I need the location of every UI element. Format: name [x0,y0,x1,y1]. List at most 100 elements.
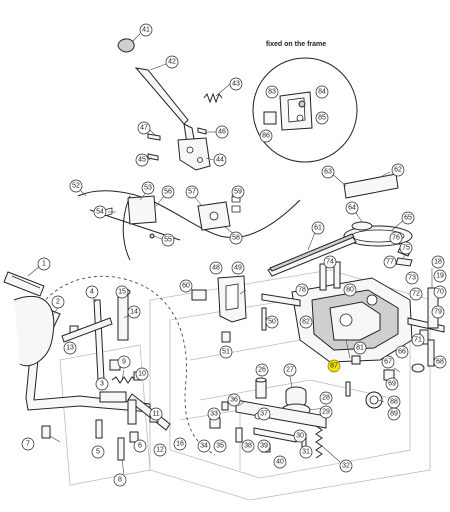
callout-77: 77 [383,255,397,269]
callout-39: 39 [257,439,271,453]
svg-text:37: 37 [260,411,268,418]
right-side-parts [345,287,439,409]
svg-text:64: 64 [348,205,356,212]
svg-text:28: 28 [322,395,330,402]
callout-36: 36 [227,393,241,407]
svg-text:29: 29 [322,409,330,416]
callout-68: 68 [433,355,447,369]
callout-85: 85 [315,111,329,125]
svg-text:89: 89 [390,411,398,418]
callout-35: 35 [213,439,227,453]
rod-4 [93,299,105,381]
svg-text:48: 48 [212,265,220,272]
svg-text:51: 51 [222,349,230,356]
callout-15: 15 [115,285,129,299]
callout-32: 32 [339,459,353,473]
callout-18: 18 [431,255,445,269]
callout-61: 61 [311,221,325,235]
svg-text:78: 78 [298,287,306,294]
callout-86: 86 [259,129,273,143]
svg-text:5: 5 [96,449,100,456]
svg-text:54: 54 [96,209,104,216]
callout-48: 48 [209,261,223,275]
callout-9: 9 [117,355,131,369]
callout-45: 45 [135,153,149,167]
callout-78: 78 [295,283,309,297]
svg-text:40: 40 [276,459,284,466]
svg-text:67: 67 [384,359,392,366]
callout-75: 75 [399,241,413,255]
callout-52: 52 [69,179,83,193]
svg-text:76: 76 [392,235,400,242]
callout-19: 19 [433,269,447,283]
svg-text:59: 59 [234,189,242,196]
callout-42: 42 [165,55,179,69]
callout-70: 70 [433,285,447,299]
svg-text:65: 65 [404,215,412,222]
callout-5: 5 [91,445,105,459]
callout-7: 7 [21,437,35,451]
svg-text:31: 31 [302,449,310,456]
svg-text:3: 3 [100,381,104,388]
svg-text:74: 74 [326,259,334,266]
svg-text:44: 44 [216,157,224,164]
svg-text:72: 72 [412,291,420,298]
svg-text:33: 33 [210,411,218,418]
inset-frame-detail: fixed on the frame [252,41,358,163]
svg-text:69: 69 [388,381,396,388]
svg-text:68: 68 [436,359,444,366]
svg-text:53: 53 [144,185,152,192]
svg-text:26: 26 [258,367,266,374]
callout-53: 53 [141,181,155,195]
svg-text:71: 71 [414,337,422,344]
callout-76: 76 [389,231,403,245]
svg-text:73: 73 [408,275,416,282]
svg-text:34: 34 [200,443,208,450]
svg-text:79: 79 [434,309,442,316]
lever-assembly [117,38,223,171]
callout-14: 14 [127,305,141,319]
svg-text:43: 43 [232,81,240,88]
callout-55: 55 [161,233,175,247]
svg-text:10: 10 [138,371,146,378]
callout-72: 72 [409,287,423,301]
svg-text:56: 56 [164,189,172,196]
svg-text:27: 27 [286,367,294,374]
svg-text:83: 83 [268,89,276,96]
callout-3: 3 [95,377,109,391]
knob [117,38,135,53]
svg-text:35: 35 [216,443,224,450]
callout-74: 74 [323,255,337,269]
callout-89: 89 [387,407,401,421]
svg-text:30: 30 [296,433,304,440]
callout-73: 73 [405,271,419,285]
svg-text:38: 38 [244,443,252,450]
callout-82: 82 [299,315,313,329]
svg-text:62: 62 [394,167,402,174]
callout-12: 12 [153,443,167,457]
callout-66: 66 [395,345,409,359]
callout-10: 10 [135,367,149,381]
svg-text:4: 4 [90,289,94,296]
cable-assembly [77,190,301,261]
callout-71: 71 [411,333,425,347]
callout-34: 34 [197,439,211,453]
callout-11: 11 [149,407,163,421]
svg-text:80: 80 [346,287,354,294]
svg-text:81: 81 [356,345,364,352]
callout-84: 84 [315,85,329,99]
callout-43: 43 [229,77,243,91]
callout-8: 8 [113,473,127,487]
callout-58: 58 [229,231,243,245]
svg-text:1: 1 [42,261,46,268]
svg-text:86: 86 [262,133,270,140]
svg-text:66: 66 [398,349,406,356]
callout-33: 33 [207,407,221,421]
svg-text:18: 18 [434,259,442,266]
callout-87-highlighted: 87 [327,359,341,373]
svg-text:87: 87 [330,363,338,370]
callout-40: 40 [273,455,287,469]
spring-32 [315,425,323,459]
lower-left-parts [41,371,171,461]
svg-text:58: 58 [232,235,240,242]
